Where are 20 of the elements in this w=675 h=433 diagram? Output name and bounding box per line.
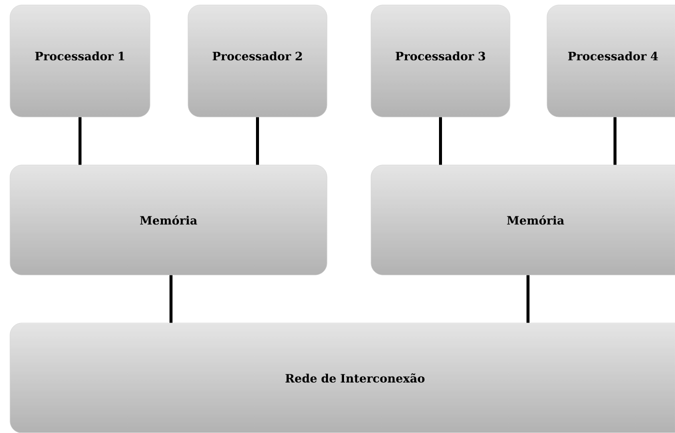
connector-line bbox=[614, 117, 616, 165]
memory-box bbox=[10, 164, 328, 276]
box-label: Processador 1 bbox=[35, 52, 124, 60]
box-label: Processador 2 bbox=[212, 52, 302, 60]
connector-line bbox=[78, 117, 82, 165]
connector-line bbox=[439, 117, 442, 165]
processor-box bbox=[10, 4, 150, 118]
network-box bbox=[10, 322, 675, 433]
connector-line bbox=[170, 275, 172, 323]
box-label: Processador 3 bbox=[396, 52, 486, 60]
box-label: Processador 4 bbox=[568, 52, 658, 60]
connector-line bbox=[256, 117, 259, 165]
box-label: Memória bbox=[507, 215, 564, 225]
connector-line bbox=[526, 275, 530, 323]
processor-box bbox=[188, 4, 328, 118]
processor-box bbox=[546, 4, 675, 118]
box-label: Memória bbox=[140, 215, 198, 225]
memory-box bbox=[370, 164, 675, 276]
processor-box bbox=[370, 4, 510, 118]
box-label: Rede de Interconexão bbox=[286, 373, 425, 383]
